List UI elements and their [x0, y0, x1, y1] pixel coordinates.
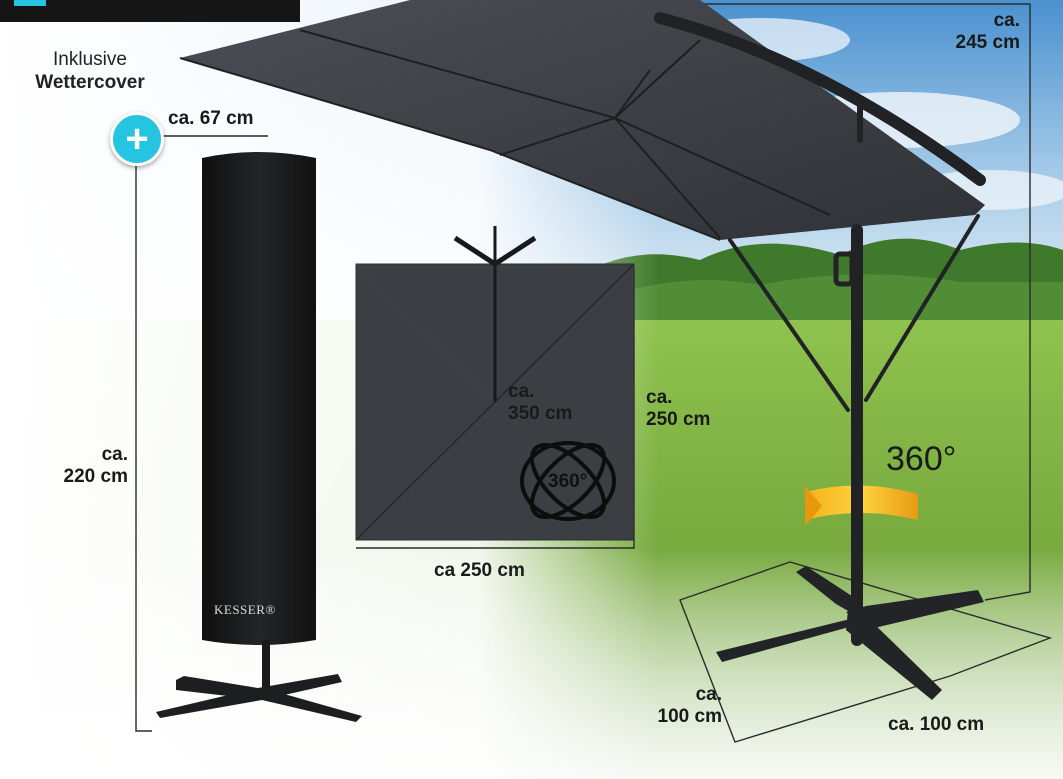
cover-width-label: ca. 67 cm — [168, 108, 254, 129]
base-depth-line1: ca. — [695, 684, 722, 705]
plus-icon: + — [110, 112, 164, 166]
diagonal-label: ca. 350 cm — [508, 381, 572, 425]
umbrella-cross-base — [716, 566, 984, 700]
base-depth-line2: 100 cm — [657, 706, 722, 727]
inclusive-line1: Inklusive — [53, 49, 127, 70]
top-view-360-label: 360° — [548, 471, 588, 492]
rotation-arrow — [805, 470, 918, 534]
rotation-360-label: 360° — [886, 440, 957, 478]
umbrella-canopy — [179, 0, 985, 241]
base-depth-label: ca. 100 cm — [630, 684, 722, 728]
inclusive-line2: Wettercover — [35, 72, 145, 93]
umbrella-arm — [654, 12, 986, 646]
total-height-line2: 245 cm — [955, 32, 1020, 53]
total-height-line1: ca. — [993, 10, 1020, 31]
cover-height-label: ca. 220 cm — [38, 444, 128, 488]
diagonal-line2: 350 cm — [508, 403, 573, 424]
cover-height-line2: 220 cm — [63, 466, 128, 487]
cover-height-line1: ca. — [101, 444, 128, 465]
diagonal-line1: ca. — [508, 381, 535, 402]
canopy-side-line1: ca. — [646, 387, 673, 408]
canopy-top-view — [355, 226, 635, 541]
brand-logo: KESSER® — [214, 602, 276, 617]
inclusive-label: Inklusive Wettercover — [20, 48, 160, 94]
total-height-label: ca. 245 cm — [930, 10, 1020, 54]
canopy-side-label: ca. 250 cm — [646, 387, 710, 431]
base-width-label: ca. 100 cm — [888, 714, 985, 735]
canopy-width-label: ca 250 cm — [434, 560, 525, 581]
canopy-side-line2: 250 cm — [646, 409, 711, 430]
weather-cover — [156, 152, 362, 722]
top-banner — [0, 0, 300, 22]
